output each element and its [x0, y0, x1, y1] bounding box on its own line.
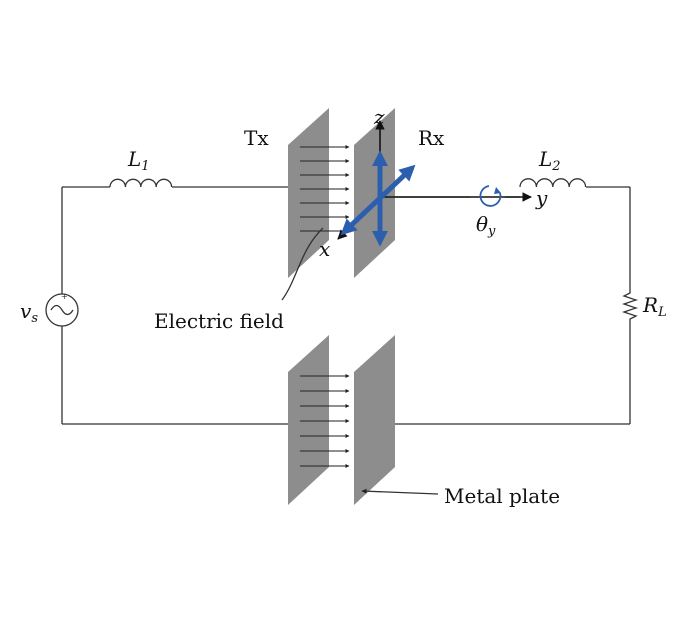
l1-label: L1 [127, 147, 150, 174]
svg-text:+: + [61, 292, 68, 301]
y-axis-label: y [535, 186, 548, 210]
electric-field-pointer [281, 227, 324, 301]
electric-field-label: Electric field [154, 309, 284, 333]
circuit-wires [61, 186, 631, 425]
bottom-coupler [288, 335, 395, 505]
theta-y-label: θy [476, 212, 496, 239]
diagonal-rotation-arrow [340, 164, 416, 236]
ac-source: + [45, 292, 79, 327]
rl-label: RL [642, 293, 667, 320]
rotation-arrows [340, 150, 502, 247]
x-axis-label: x [319, 237, 330, 261]
tx-plate-bottom [288, 335, 329, 505]
electric-field-arrows-bottom [300, 374, 350, 468]
theta-y-rotation-icon [479, 185, 502, 207]
inductor-l1 [109, 178, 173, 188]
tx-label: Tx [244, 126, 269, 150]
rx-label: Rx [418, 126, 445, 150]
vs-label: vs [20, 299, 38, 326]
z-axis-label: z [373, 105, 385, 129]
metal-plate-pointer [361, 488, 439, 495]
metal-plate-label: Metal plate [444, 484, 560, 508]
resistor-rl [621, 290, 639, 322]
l2-label: L2 [538, 147, 561, 174]
inductor-l2 [519, 178, 587, 188]
tx-plate-top [288, 108, 329, 278]
rx-plate-bottom [354, 335, 395, 505]
